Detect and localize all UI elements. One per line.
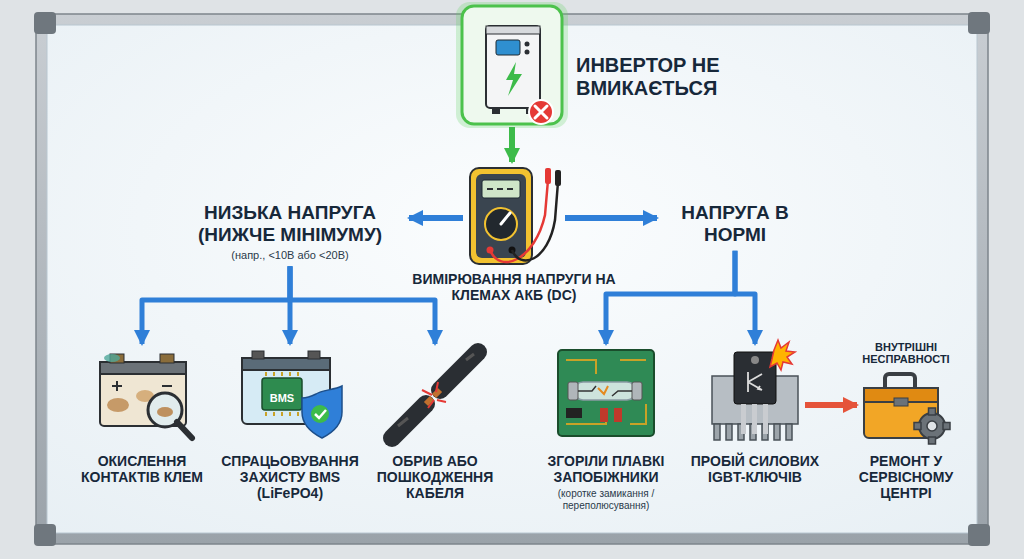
- node-title: ОКИСЛЕННЯ КОНТАКТІВ КЛЕМ: [78, 453, 206, 485]
- board-frame: [36, 14, 988, 544]
- chip-label: BMS: [270, 392, 294, 405]
- measurement-node: ВИМІРЮВАННЯ НАПРУГИ НА КЛЕМАХ АКБ (DC): [466, 165, 562, 265]
- caption-group: ИНВЕРТОР НЕ ВМИКАЄТЬСЯ: [576, 54, 766, 100]
- node-title: НАПРУГА В НОРМІ: [664, 202, 806, 246]
- flow-arrow: [509, 127, 515, 162]
- caption-group: ВИМІРЮВАННЯ НАПРУГИ НА КЛЕМАХ АКБ (DC): [394, 271, 634, 303]
- node-note: (напр., <10В або <20В): [178, 249, 402, 262]
- flow-arrow: [735, 251, 755, 344]
- node-title: ПРОБІЙ СИЛОВИХ IGBT-КЛЮЧІВ: [687, 453, 823, 485]
- bms-battery-icon: [242, 351, 342, 438]
- node-title: СПРАЦЬОВУВАННЯ ЗАХИСТУ BMS (LiFePO4): [215, 453, 365, 501]
- toolbox-icon: [864, 374, 950, 444]
- broken-cable-icon: [392, 352, 478, 438]
- node-title: ОБРИВ АБО ПОШКОДЖЕННЯ КАБЕЛЯ: [366, 453, 504, 501]
- node-note: РЕМОНТ У СЕРВІСНОМУ ЦЕНТРІ: [842, 453, 970, 501]
- cause-node: ОБРИВ АБО ПОШКОДЖЕННЯ КАБЕЛЯ: [385, 348, 485, 445]
- flow-arrow: [142, 266, 290, 344]
- inverter-icon: [456, 2, 568, 128]
- action-node: ВНУТРІШНІ НЕСПРАВНОСТІРЕМОНТ У СЕРВІСНОМ…: [860, 372, 952, 445]
- cause-node: ОКИСЛЕННЯ КОНТАКТІВ КЛЕМ: [92, 348, 192, 445]
- decision-branch: НИЗЬКА НАПРУГА (НИЖЧЕ МІНІМУМУ) (напр., <…: [174, 200, 406, 263]
- cause-node: ПРОБІЙ СИЛОВИХ IGBT-КЛЮЧІВ: [708, 348, 802, 445]
- node-title: ИНВЕРТОР НЕ ВМИКАЄТЬСЯ: [576, 54, 766, 100]
- flow-arrow: [606, 251, 735, 344]
- caption-group: ВНУТРІШНІ НЕСПРАВНОСТІ: [842, 338, 970, 366]
- battery-oxidation-icon: [100, 354, 192, 438]
- gear: [914, 408, 950, 444]
- caption-group: ПРОБІЙ СИЛОВИХ IGBT-КЛЮЧІВ: [687, 453, 823, 485]
- node-title: ВНУТРІШНІ НЕСПРАВНОСТІ: [842, 341, 970, 366]
- caption-group: РЕМОНТ У СЕРВІСНОМУ ЦЕНТРІ: [842, 453, 970, 501]
- caption-group: ОКИСЛЕННЯ КОНТАКТІВ КЛЕМ: [78, 453, 206, 485]
- caption-group: ЗГОРІЛИ ПЛАВКІ ЗАПОБІЖНИКИ (коротке замик…: [531, 453, 681, 511]
- decision-branch: НАПРУГА В НОРМІ: [660, 200, 810, 248]
- node-title: ЗГОРІЛИ ПЛАВКІ ЗАПОБІЖНИКИ: [531, 453, 681, 485]
- node-title: НИЗЬКА НАПРУГА (НИЖЧЕ МІНІМУМУ): [178, 202, 402, 246]
- node-title: ВИМІРЮВАННЯ НАПРУГИ НА КЛЕМАХ АКБ (DC): [394, 271, 634, 303]
- flow-arrow: [409, 215, 463, 221]
- caption-group: СПРАЦЬОВУВАННЯ ЗАХИСТУ BMS (LiFePO4): [215, 453, 365, 501]
- board-corners: [34, 12, 990, 546]
- multimeter-icon: [470, 168, 561, 264]
- flow-arrow: [565, 215, 657, 221]
- node-note: (коротке замикання / переполюсування): [531, 488, 681, 511]
- cause-node: ЗГОРІЛИ ПЛАВКІ ЗАПОБІЖНИКИ(коротке замик…: [555, 348, 657, 445]
- caption-group: ОБРИВ АБО ПОШКОДЖЕННЯ КАБЕЛЯ: [366, 453, 504, 501]
- flow-arrow: [805, 402, 857, 408]
- pcb-fuse-icon: [558, 350, 654, 436]
- board-surface: [47, 25, 977, 533]
- igbt-icon: [712, 340, 798, 440]
- inverter-node: ИНВЕРТОР НЕ ВМИКАЄТЬСЯ: [462, 6, 562, 124]
